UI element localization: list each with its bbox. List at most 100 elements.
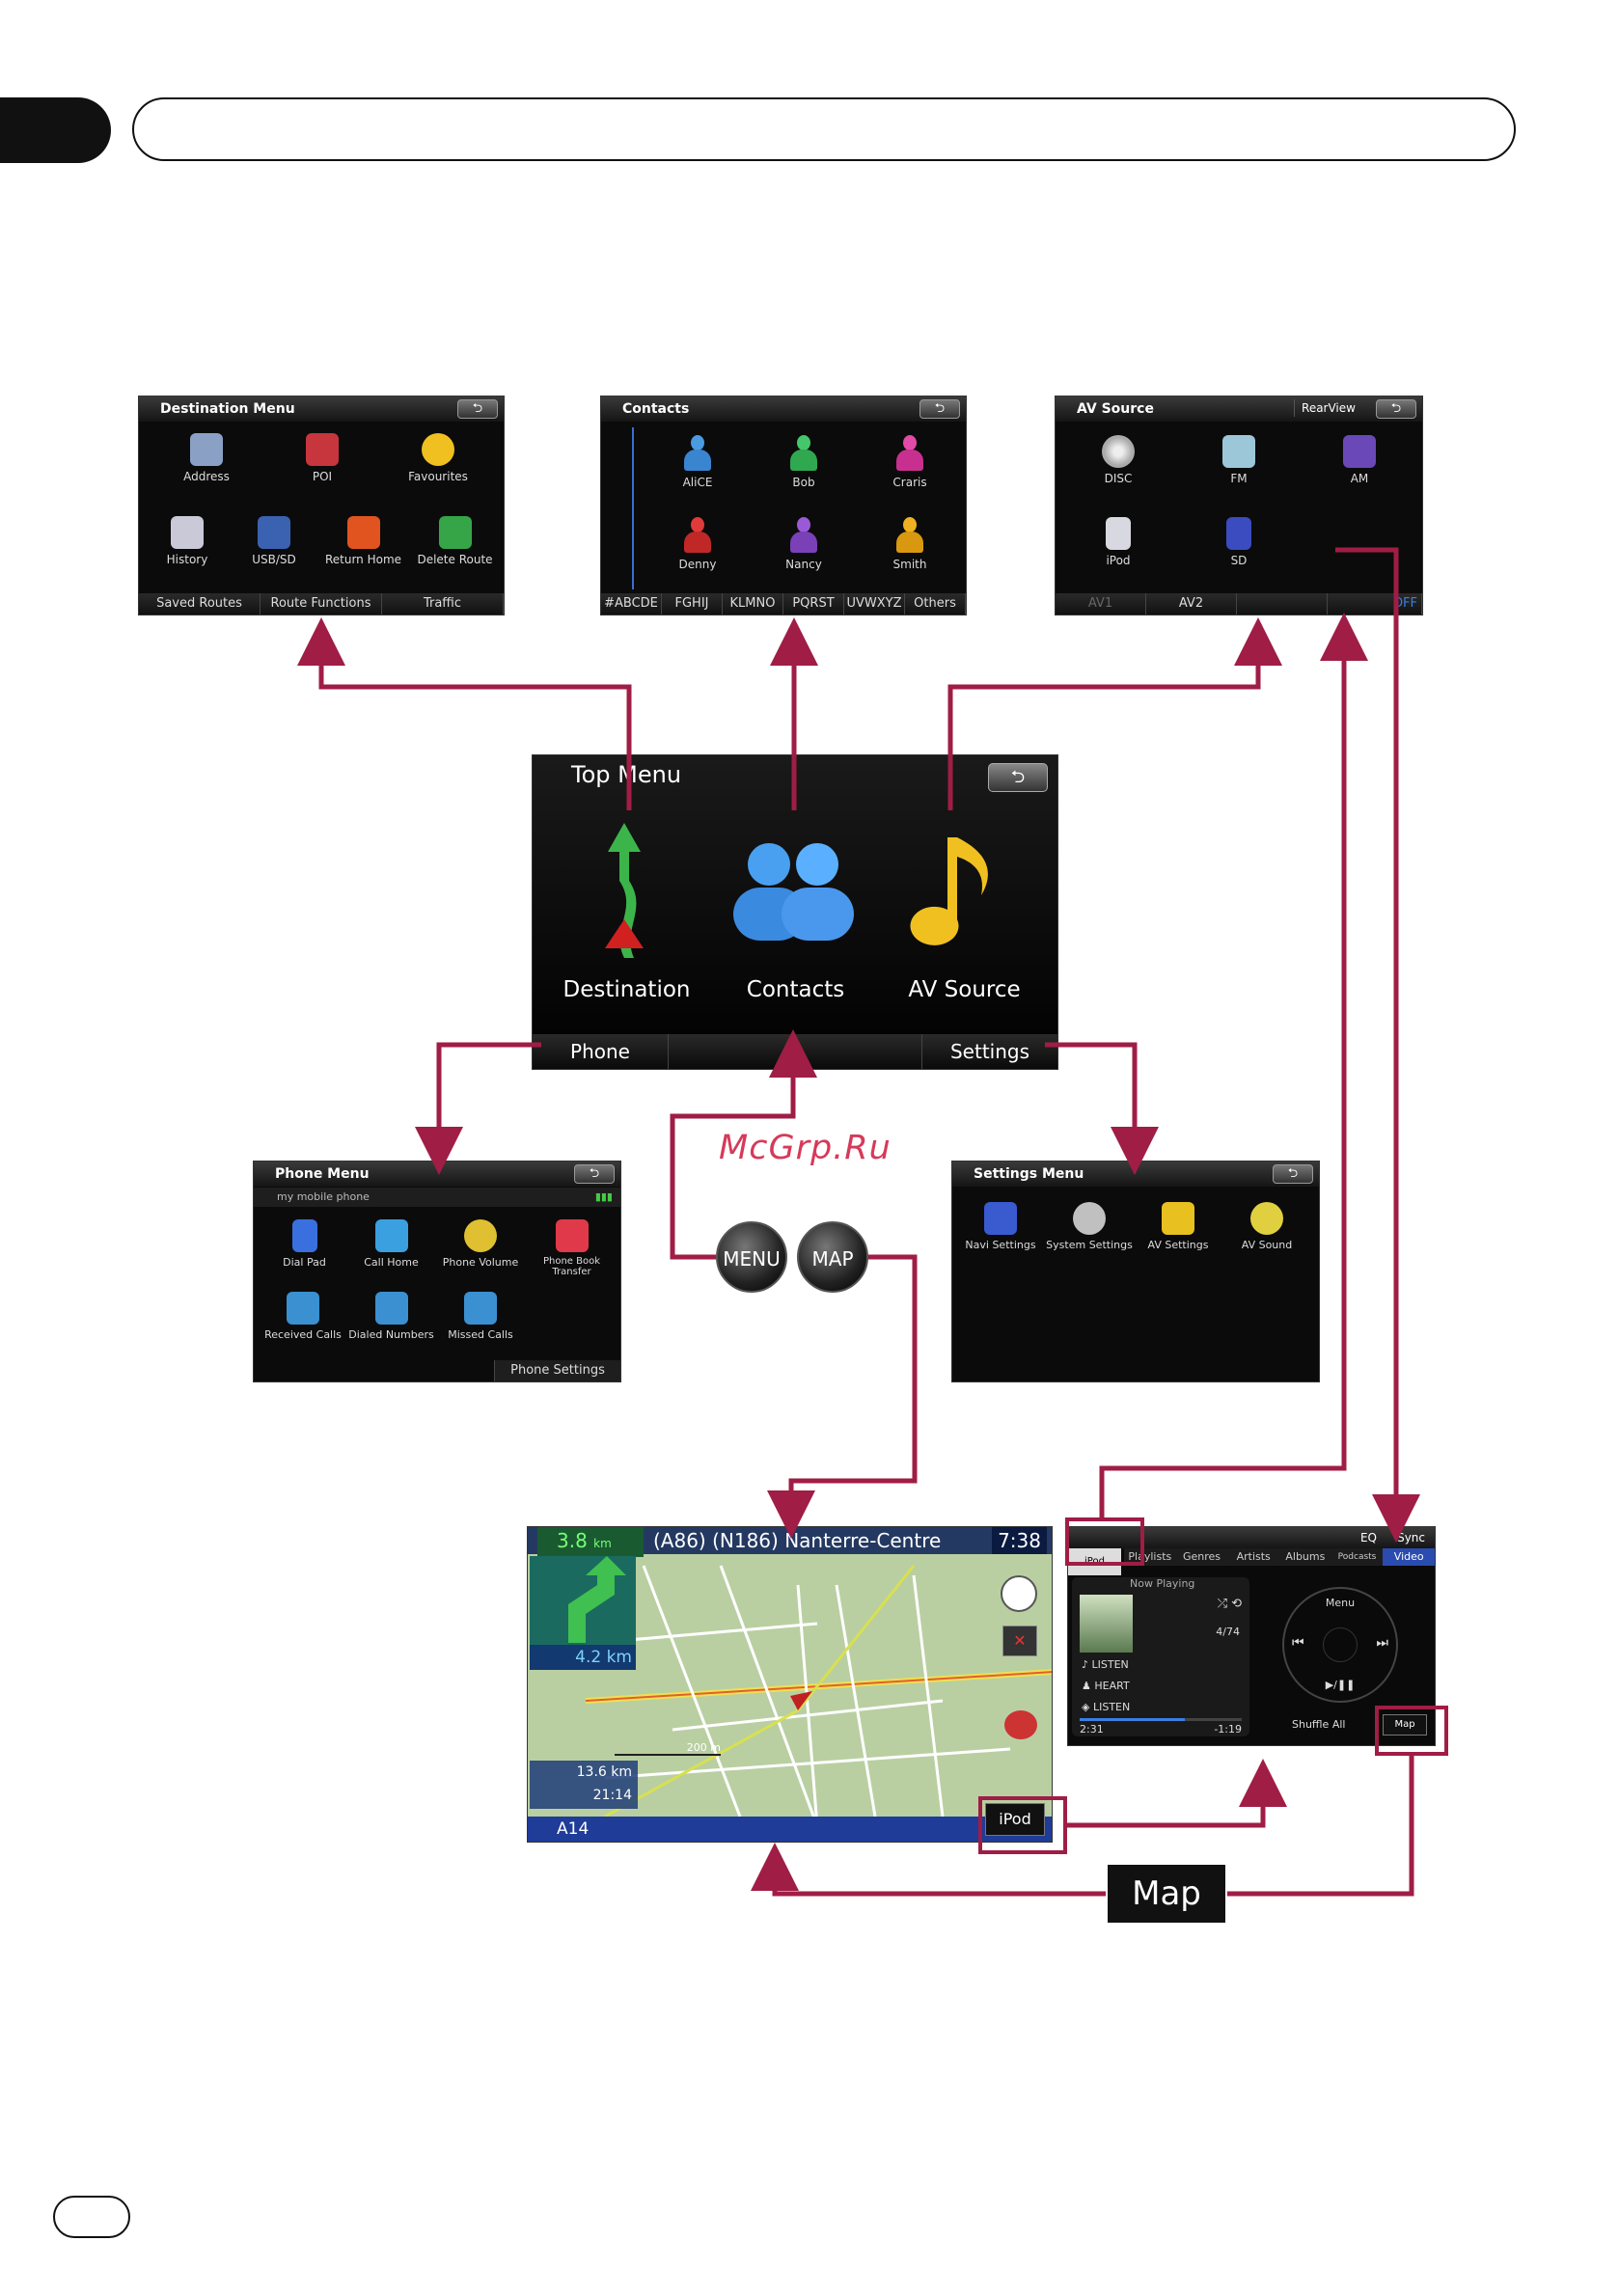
tab-albums[interactable]: Albums [1285,1550,1326,1563]
alpha-scrollbar[interactable] [609,427,634,589]
ipod-icon-highlight [1065,1517,1144,1566]
elapsed-time: 2:31 [1080,1723,1104,1736]
menu-item-poi[interactable]: POI [312,470,333,483]
map-hardware-button[interactable]: MAP [797,1221,868,1293]
play-pause-icon[interactable]: ▶/❚❚ [1325,1679,1356,1691]
menu-item-address[interactable]: Address [183,470,230,483]
ipod-button[interactable]: iPod [985,1803,1045,1836]
settings-item[interactable]: System Settings [1046,1239,1133,1251]
phone-item[interactable]: Phone Book Transfer [542,1256,601,1277]
distance-to-turn: 3.8 km [537,1527,644,1557]
contact-item[interactable]: Craris [892,476,927,489]
alpha-tab[interactable]: #ABCDE [601,593,662,615]
contact-icon [790,517,817,554]
source-item-am[interactable]: AM [1350,472,1369,485]
tab-genres[interactable]: Genres [1182,1550,1221,1563]
device-name: my mobile phone [277,1190,370,1203]
menu-item-usb-sd[interactable]: USB/SD [252,553,296,566]
address-icon [190,433,223,466]
wheel-menu-label[interactable]: Menu [1325,1597,1356,1609]
tab-playlists[interactable]: Playlists [1128,1550,1172,1563]
contacts-button[interactable]: Contacts [746,977,845,1002]
rearview-button[interactable]: RearView [1294,399,1362,417]
settings-item[interactable]: AV Settings [1147,1239,1209,1251]
contact-item[interactable]: AliCE [682,476,713,489]
contact-item[interactable]: Denny [678,558,717,571]
phone-menu-screen: Phone Menu ⮌ my mobile phone▮▮▮ Dial Pad… [253,1161,621,1382]
contact-item[interactable]: Smith [892,558,927,571]
back-button[interactable]: ⮌ [1273,1164,1313,1184]
map-view-icon[interactable]: ✕ [1002,1626,1037,1656]
route-functions-button[interactable]: Route Functions [261,593,382,615]
off-button[interactable]: OFF [1328,593,1422,615]
clock: 7:38 [992,1527,1047,1554]
map-key-label: Map [1108,1865,1225,1923]
map-canvas[interactable] [528,1527,1053,1843]
av1-button[interactable]: AV1 [1056,593,1146,615]
back-button[interactable]: ⮌ [457,399,498,419]
settings-item[interactable]: Navi Settings [965,1239,1036,1251]
contact-item[interactable]: Bob [792,476,815,489]
tab-podcasts[interactable]: Podcasts [1337,1552,1377,1562]
trip-info: 13.6 km 21:14 [530,1761,638,1809]
menu-item-delete-route[interactable]: Delete Route [417,553,493,566]
phone-item[interactable]: Phone Volume [442,1256,519,1269]
wheel-center[interactable] [1323,1627,1358,1662]
back-button[interactable]: ⮌ [919,399,960,419]
alpha-tab[interactable]: Others [905,593,966,615]
settings-item[interactable]: AV Sound [1241,1239,1293,1251]
menu-item-return-home[interactable]: Return Home [324,553,402,566]
back-button[interactable]: ⮌ [1376,399,1416,419]
previous-icon[interactable]: ⏮ [1292,1635,1304,1651]
am-radio-icon [1343,435,1376,468]
phone-settings-button[interactable]: Phone Settings [494,1360,620,1381]
phone-item[interactable]: Received Calls [264,1328,342,1341]
alpha-tab[interactable]: FGHIJ [662,593,723,615]
phone-volume-icon [464,1219,497,1252]
signal-icon: ▮▮▮ [594,1190,613,1203]
music-note-icon [899,828,1005,953]
turn-arrow-icon [568,1556,626,1643]
progress-bar[interactable] [1080,1718,1242,1721]
click-wheel[interactable]: Menu ⏮ ⏭ ▶/❚❚ [1282,1587,1398,1703]
av-source-button[interactable]: AV Source [908,977,1021,1002]
artist-name: ♟ HEART [1082,1680,1130,1692]
source-item-disc[interactable]: DISC [1104,472,1133,485]
next-icon[interactable]: ⏭ [1376,1635,1388,1651]
bottom-bar: #ABCDE FGHIJ KLMNO PQRST UVWXYZ Others [601,593,966,615]
phone-item[interactable]: Missed Calls [448,1328,513,1341]
phone-item[interactable]: Call Home [364,1256,419,1269]
record-icon[interactable] [1004,1710,1037,1739]
menu-item-favourites[interactable]: Favourites [408,470,468,483]
back-button[interactable]: ⮌ [988,763,1048,792]
alpha-tab[interactable]: UVWXYZ [844,593,905,615]
screen-title: Top Menu [571,761,682,788]
watermark: McGrp.Ru [719,1129,892,1167]
alpha-tab[interactable]: KLMNO [723,593,783,615]
alpha-tab[interactable]: PQRST [783,593,844,615]
shuffle-repeat-icon[interactable]: ⤮ ⟲ [1217,1597,1242,1611]
contact-item[interactable]: Nancy [785,558,822,571]
chapter-tab [0,97,111,163]
traffic-button[interactable]: Traffic [382,593,504,615]
back-button[interactable]: ⮌ [574,1164,615,1184]
phone-item[interactable]: Dialed Numbers [348,1328,434,1341]
phone-item[interactable]: Dial Pad [283,1256,326,1269]
destination-button[interactable]: Destination [563,977,691,1002]
source-item-ipod[interactable]: iPod [1106,554,1131,567]
av2-button[interactable]: AV2 [1146,593,1237,615]
tab-video[interactable]: Video [1383,1548,1435,1566]
shuffle-all-button[interactable]: Shuffle All [1292,1718,1346,1731]
source-item-sd[interactable]: SD [1230,554,1248,567]
menu-hardware-button[interactable]: MENU [716,1221,787,1293]
compass-icon[interactable] [1001,1575,1037,1612]
remaining-distance: 13.6 km [576,1764,632,1780]
phone-button[interactable]: Phone [533,1034,669,1069]
saved-routes-button[interactable]: Saved Routes [139,593,261,615]
settings-button[interactable]: Settings [921,1034,1057,1069]
source-item-fm[interactable]: FM [1230,472,1248,485]
call-home-icon [374,1219,408,1252]
menu-item-history[interactable]: History [166,553,208,566]
tab-artists[interactable]: Artists [1236,1550,1271,1563]
map-button[interactable]: Map [1383,1714,1427,1736]
